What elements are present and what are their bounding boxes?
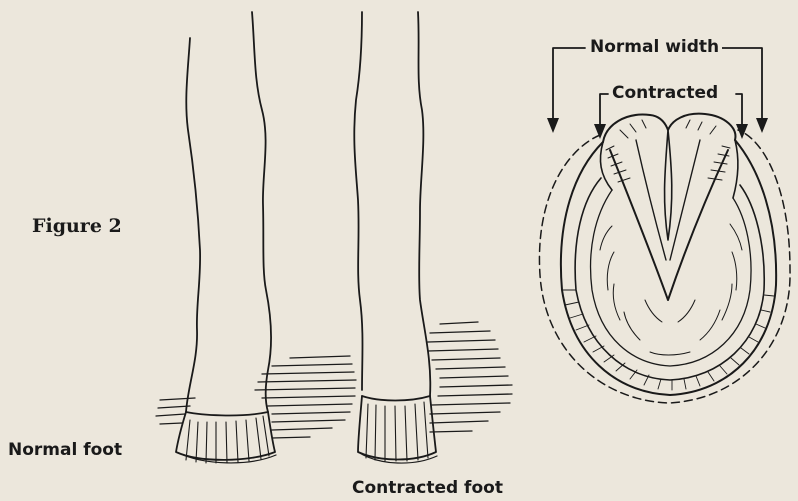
outer-wall <box>561 140 776 395</box>
normal-width-arrow-right <box>756 118 768 133</box>
hoof-sole-view <box>539 114 790 403</box>
contracted-foot-label: Contracted foot <box>352 478 503 498</box>
contracted-label: Contracted <box>610 83 720 103</box>
contracted-foot-hoof-lines <box>366 402 428 461</box>
contracted-foot-leg <box>354 12 437 463</box>
normal-width-arrow-left <box>547 118 559 133</box>
frog <box>610 150 728 300</box>
normal-width-label: Normal width <box>587 37 722 57</box>
normal-foot-leg <box>176 12 276 463</box>
normal-foot-label: Normal foot <box>8 440 122 460</box>
contracted-arrow-right <box>736 124 748 139</box>
figure-caption: Figure 2 <box>32 215 122 237</box>
ground-shading <box>156 322 512 438</box>
normal-foot-hoof-lines <box>186 416 269 463</box>
inner-wall <box>575 178 764 380</box>
